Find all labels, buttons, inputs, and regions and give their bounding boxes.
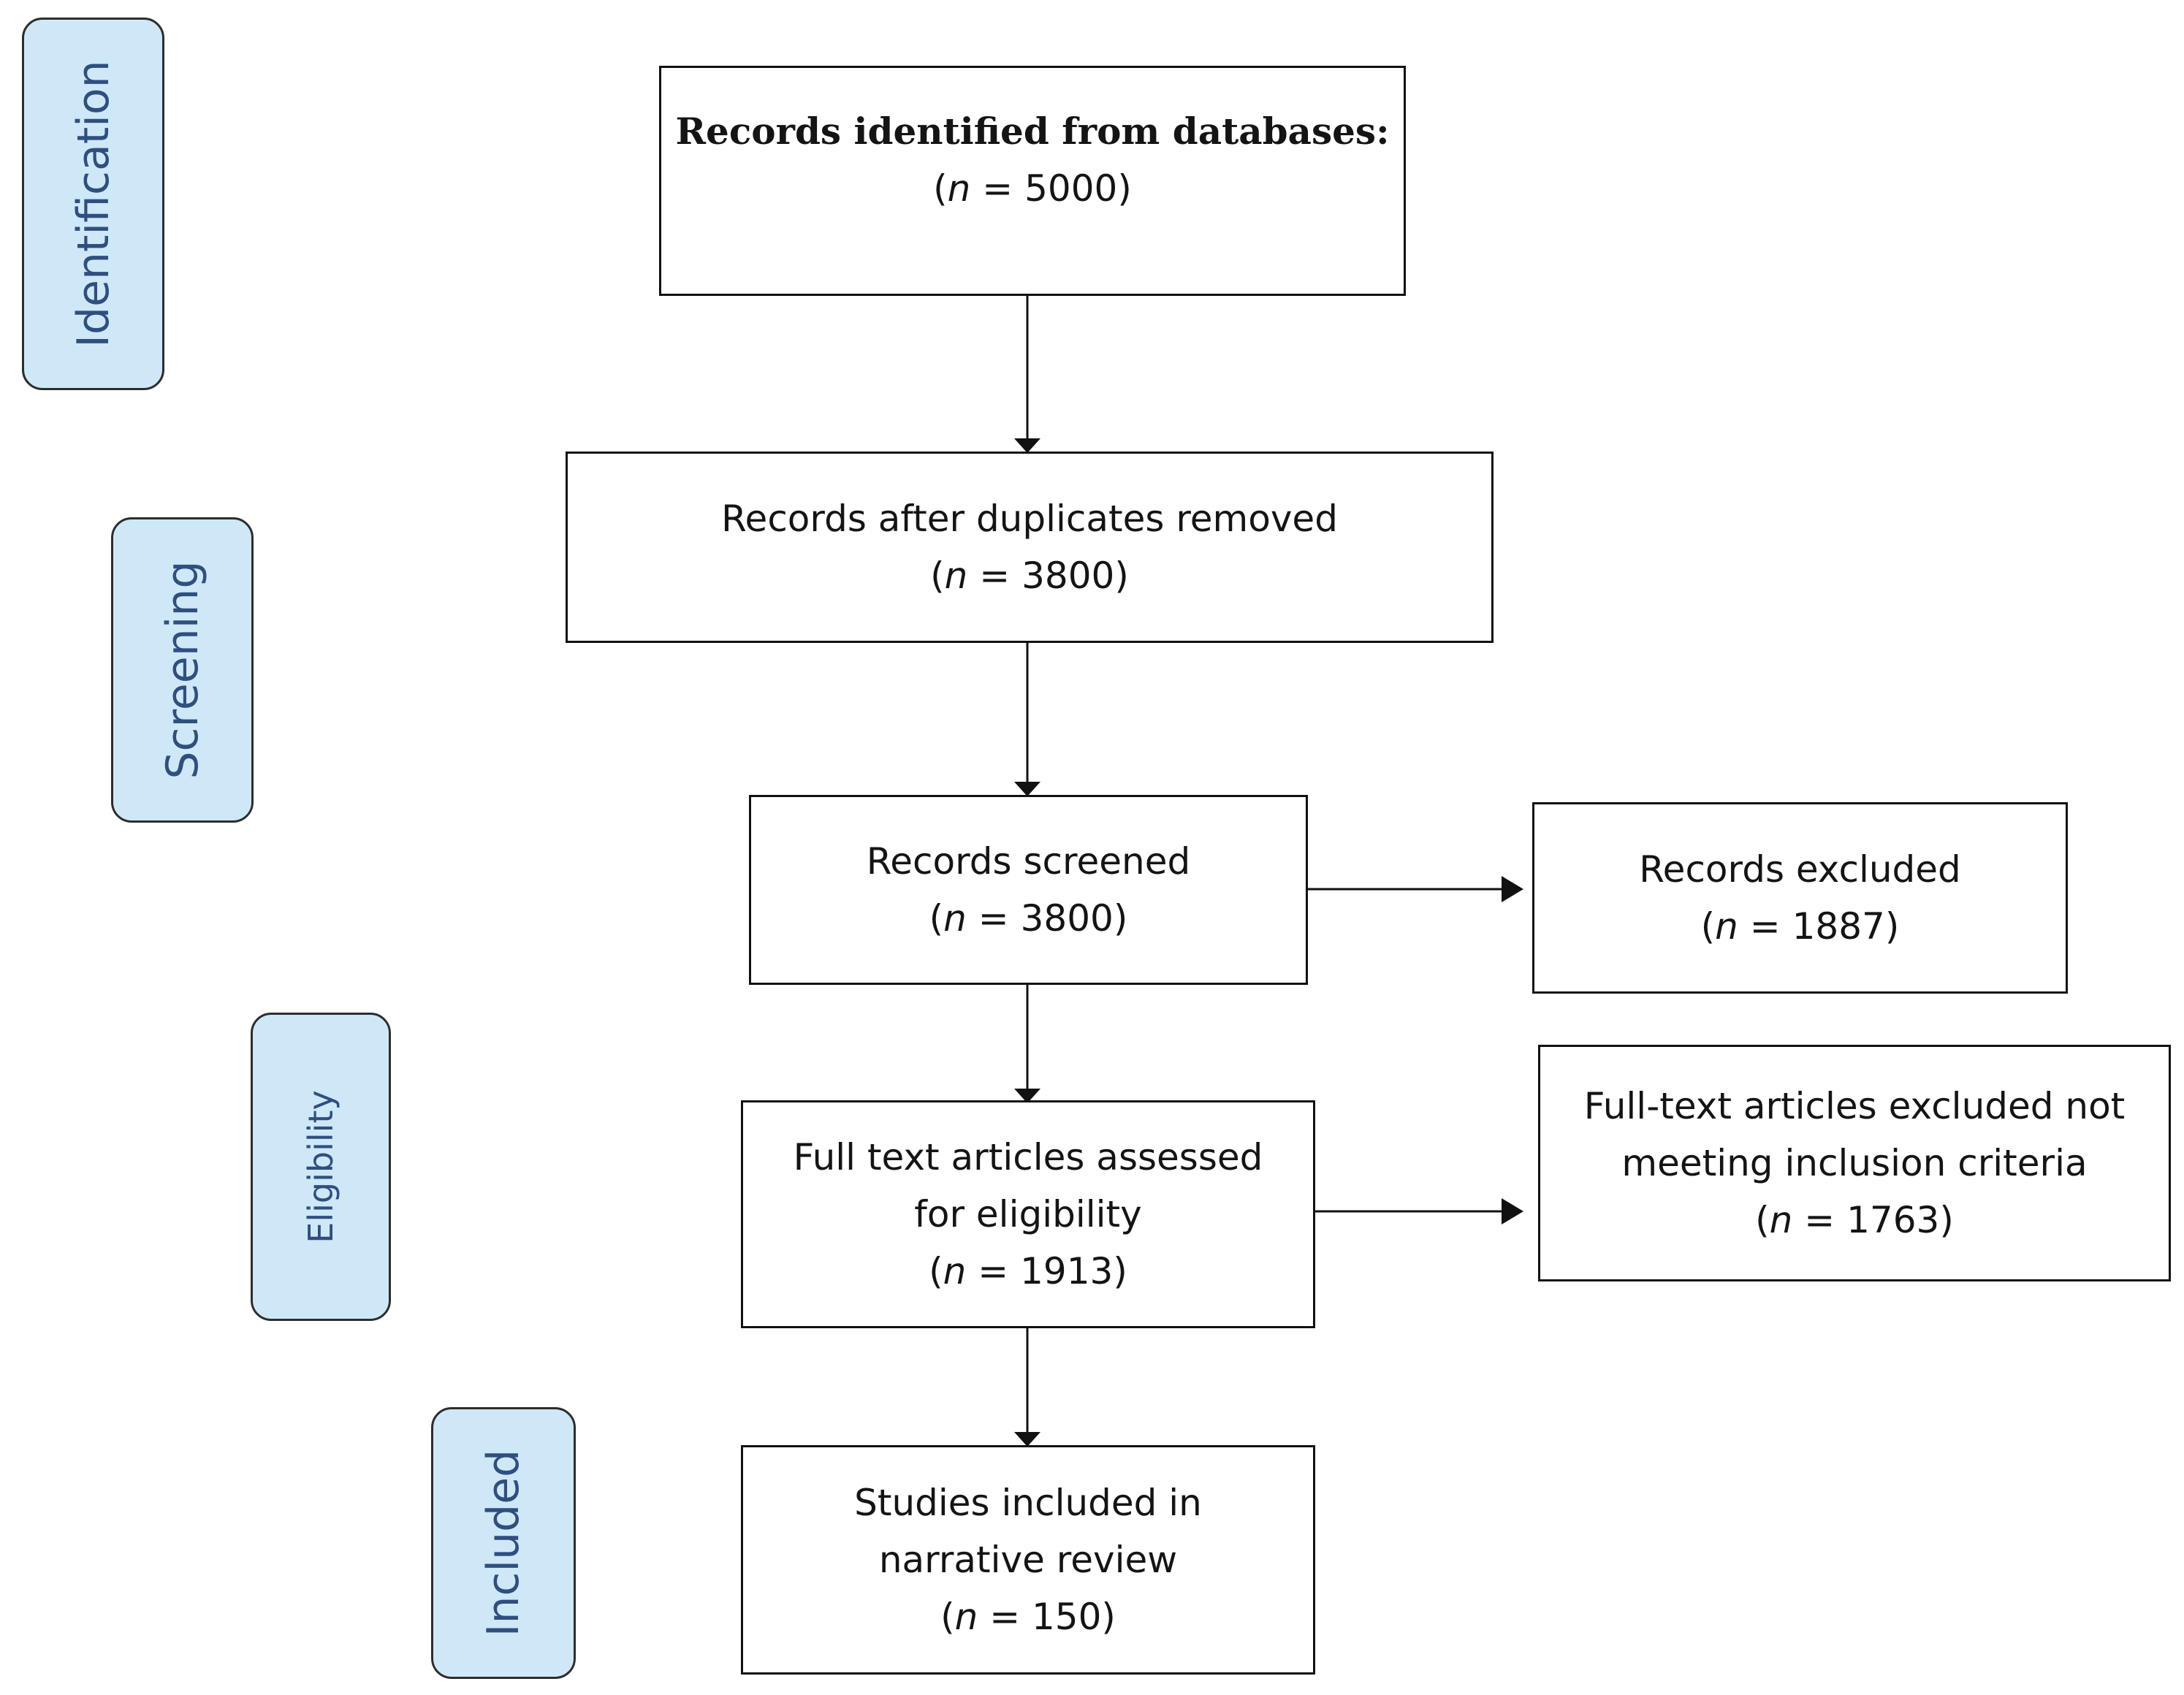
studies-included-label-2: narrative review [878,1539,1178,1581]
records-screened-label: Records screened [866,840,1191,883]
studies-included-label-1: Studies included in [854,1482,1202,1524]
phase-identification: Identification [22,18,164,390]
full-text-excluded-label-2: meeting inclusion criteria [1621,1142,2088,1184]
full-text-excluded-count: (n = 1763) [1755,1199,1954,1241]
full-text-excluded-label-1: Full-text articles excluded not [1583,1085,2126,1127]
box-full-text-assessed: Full text articles assessed for eligibil… [741,1100,1315,1328]
box-records-screened: Records screened (n = 3800) [749,795,1308,985]
records-excluded-label: Records excluded [1639,848,1961,891]
full-text-assessed-label-1: Full text articles assessed [793,1136,1263,1178]
full-text-assessed-label-2: for eligibility [914,1193,1142,1235]
full-text-assessed-count: (n = 1913) [929,1250,1127,1292]
arrowhead-6 [1502,1198,1523,1224]
box-records-excluded: Records excluded (n = 1887) [1532,802,2068,994]
arrowhead-5 [1502,876,1523,902]
arrowhead-2 [1014,782,1040,796]
arrowhead-3 [1014,1089,1040,1103]
phase-eligibility: Eligibility [251,1013,391,1321]
box-records-identified: Records identified from databases: (n = … [659,66,1406,296]
records-identified-label: Records identified from databases: [675,110,1390,153]
phase-included: Included [431,1407,576,1679]
studies-included-count: (n = 150) [940,1596,1116,1638]
duplicates-removed-count: (n = 3800) [930,555,1129,597]
duplicates-removed-label: Records after duplicates removed [721,498,1338,540]
phase-screening: Screening [111,517,254,823]
box-duplicates-removed: Records after duplicates removed (n = 38… [566,452,1494,643]
box-full-text-excluded: Full-text articles excluded not meeting … [1538,1045,2171,1281]
records-screened-count: (n = 3800) [929,897,1128,940]
records-identified-count: (n = 5000) [933,167,1132,210]
box-studies-included: Studies included in narrative review (n … [741,1445,1315,1675]
arrowhead-1 [1014,438,1040,453]
arrowhead-4 [1014,1432,1040,1447]
records-excluded-count: (n = 1887) [1700,905,1900,948]
